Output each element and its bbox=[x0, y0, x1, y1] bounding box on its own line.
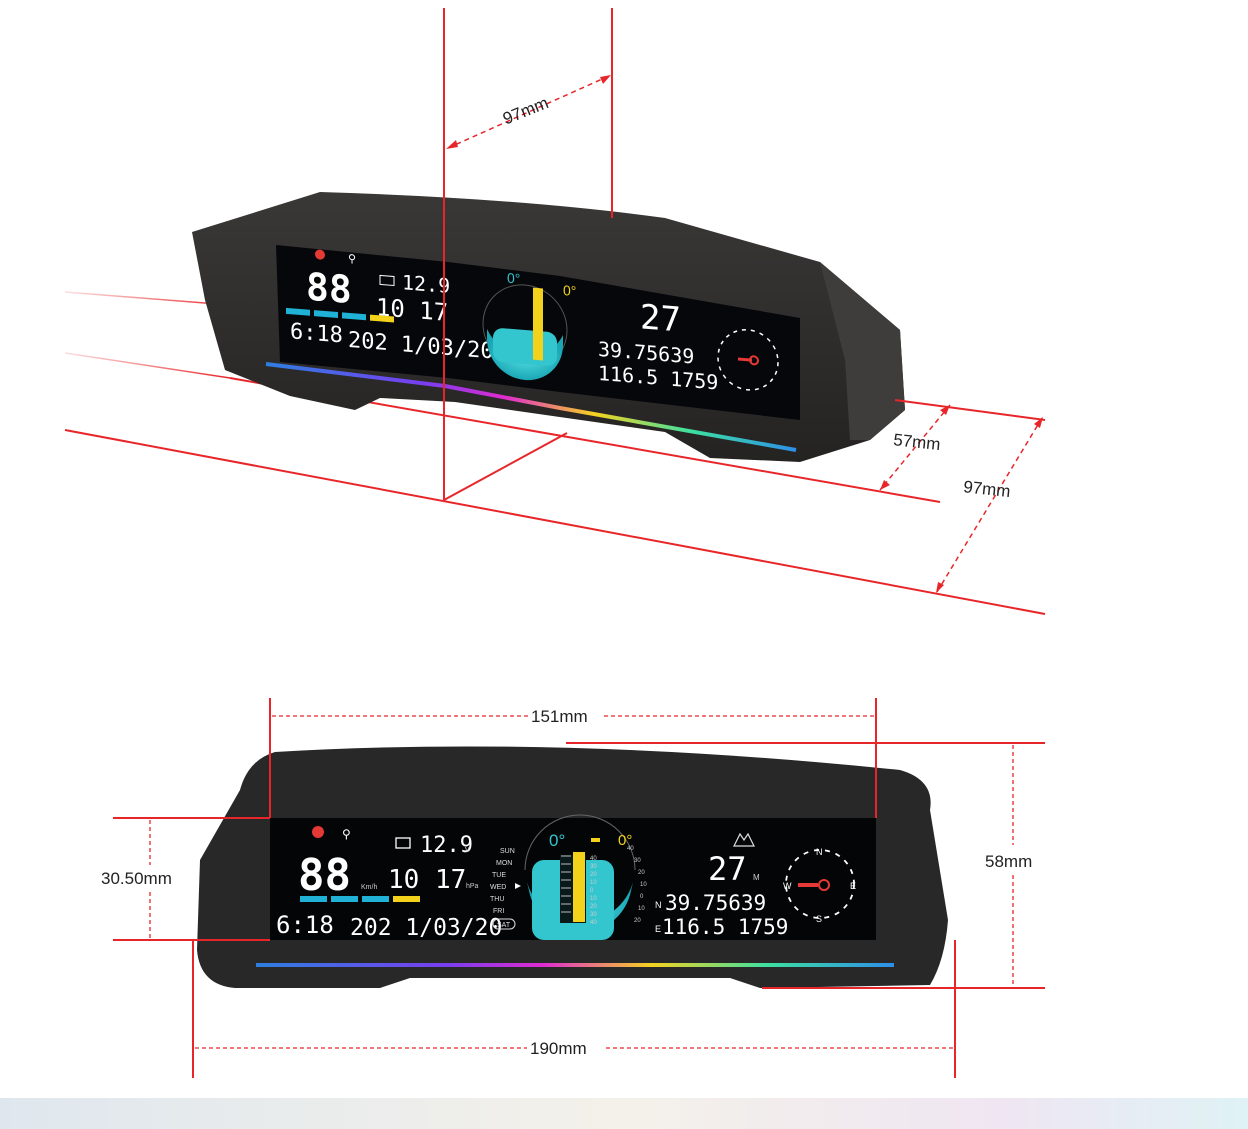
tick-label: 40 bbox=[590, 856, 597, 862]
tick-label: 30 bbox=[590, 912, 597, 918]
guide-line bbox=[64, 291, 231, 306]
front-dimensions: 151mm 30.50mm 58mm 190mm bbox=[101, 698, 1045, 1078]
roll-tick-label: 30 bbox=[634, 858, 641, 864]
speed-unit: Km/h bbox=[361, 884, 377, 891]
dim-side-depth: 97mm bbox=[962, 477, 1011, 501]
weekday-thu: THU bbox=[490, 896, 504, 903]
pressure-value: 10 17 bbox=[388, 865, 466, 895]
pressure-unit: hPa bbox=[466, 883, 479, 890]
dim-device-width: 190mm bbox=[530, 1039, 587, 1058]
time-value: 6:18 bbox=[276, 911, 334, 939]
weekday-tue: TUE bbox=[492, 872, 506, 879]
top-altitude: 27 bbox=[640, 297, 681, 340]
speed-value: 88 bbox=[298, 850, 351, 901]
battery-icon bbox=[379, 274, 395, 287]
tick-label: 0 bbox=[590, 888, 594, 894]
device-side bbox=[820, 262, 905, 440]
dim-line-side-depth bbox=[936, 417, 1043, 593]
dim-top-depth: 97mm bbox=[500, 93, 551, 128]
pitch-value: 0° bbox=[549, 831, 565, 850]
compass-w: W bbox=[783, 881, 792, 891]
compass-s: S bbox=[816, 914, 822, 924]
mountain-icon bbox=[733, 832, 755, 847]
longitude-prefix: E bbox=[655, 924, 661, 934]
rainbow-strip bbox=[265, 362, 797, 452]
dim-line-top bbox=[447, 75, 610, 149]
compass-e: E bbox=[850, 881, 856, 891]
latitude-value: 39.75639 bbox=[665, 891, 766, 915]
roll-value: 0° bbox=[618, 832, 632, 849]
tick-label: 30 bbox=[590, 864, 597, 870]
altitude-unit: M bbox=[753, 873, 760, 882]
satellite-icon: ⚲ bbox=[342, 827, 351, 841]
roll-tick-label: 10 bbox=[640, 882, 647, 888]
dim-line-side-height bbox=[879, 404, 951, 491]
front-view: ⚲ 88 Km/h 12.9 v 10 17 hPa 6:18 202 1/03… bbox=[101, 698, 1045, 1078]
longitude-value: 116.5 1759 bbox=[662, 915, 788, 939]
right-display: 27 M N 39.75639 E 116.5 1759 bbox=[655, 832, 788, 939]
roll-level bbox=[573, 852, 585, 922]
guide-line bbox=[64, 429, 1046, 615]
left-display: ⚲ 88 Km/h 12.9 v 10 17 hPa 6:18 202 1/03… bbox=[276, 826, 502, 941]
weekday-fri: FRI bbox=[493, 908, 504, 915]
top-compass bbox=[717, 328, 779, 391]
weekday-mon: MON bbox=[496, 860, 512, 867]
voltage-value: 12.9 bbox=[420, 833, 473, 858]
compass-n: N bbox=[816, 847, 823, 857]
weekday-sat: SAT bbox=[497, 922, 511, 929]
dim-screen-height: 30.50mm bbox=[101, 869, 172, 888]
latitude-prefix: N bbox=[655, 900, 662, 910]
battery-icon bbox=[395, 837, 411, 849]
weekday-sun: SUN bbox=[500, 848, 515, 855]
dim-device-height: 58mm bbox=[985, 852, 1032, 871]
roll-tick-label: 10 bbox=[638, 906, 645, 912]
roll-tick-label: 0 bbox=[640, 894, 644, 900]
top-speed: 88 bbox=[306, 265, 352, 313]
top-time: 6:18 bbox=[290, 319, 343, 348]
speed-bar bbox=[300, 896, 420, 902]
dim-side-height: 57mm bbox=[892, 430, 941, 454]
date-value: 202 1/03/20 bbox=[350, 915, 502, 941]
top-pitch-gauge bbox=[493, 328, 557, 366]
roll-tick-label: 20 bbox=[638, 870, 645, 876]
altitude-value: 27 bbox=[708, 850, 747, 888]
warning-icon bbox=[312, 826, 324, 838]
tick-label: 20 bbox=[590, 904, 597, 910]
guide-line bbox=[894, 399, 1046, 421]
bottom-glow bbox=[0, 1098, 1248, 1129]
tick-label: 10 bbox=[590, 896, 597, 902]
satellite-icon: ⚲ bbox=[348, 252, 356, 266]
weekday-wed: WED bbox=[490, 884, 506, 891]
weekday-list: SUN MON TUE WED THU FRI SAT bbox=[490, 848, 521, 930]
top-voltage: 12.9 bbox=[402, 270, 450, 298]
inclinometer: 0° 0° 40 30 20 10 0 10 20 30 40 40 30 20… bbox=[524, 814, 647, 940]
compass: N E S W bbox=[783, 847, 856, 924]
guide-line bbox=[443, 432, 568, 501]
guide-line bbox=[64, 352, 231, 379]
voltage-unit: v bbox=[465, 844, 470, 854]
roll-tick-label: 20 bbox=[634, 918, 641, 924]
perspective-view: ⚲ 88 12.9 10 17 6:18 202 1/03/20 0° 0° 2… bbox=[64, 8, 1046, 615]
tick-label: 40 bbox=[590, 920, 597, 926]
rainbow-strip bbox=[256, 963, 894, 967]
tick-label: 20 bbox=[590, 872, 597, 878]
top-pitch: 0° bbox=[507, 270, 520, 287]
warning-icon bbox=[315, 249, 325, 260]
roll-tick-label: 40 bbox=[627, 846, 634, 852]
top-roll: 0° bbox=[563, 282, 576, 299]
dim-screen-width: 151mm bbox=[531, 707, 588, 726]
roll-marker bbox=[591, 838, 600, 842]
tick-label: 10 bbox=[590, 880, 597, 886]
